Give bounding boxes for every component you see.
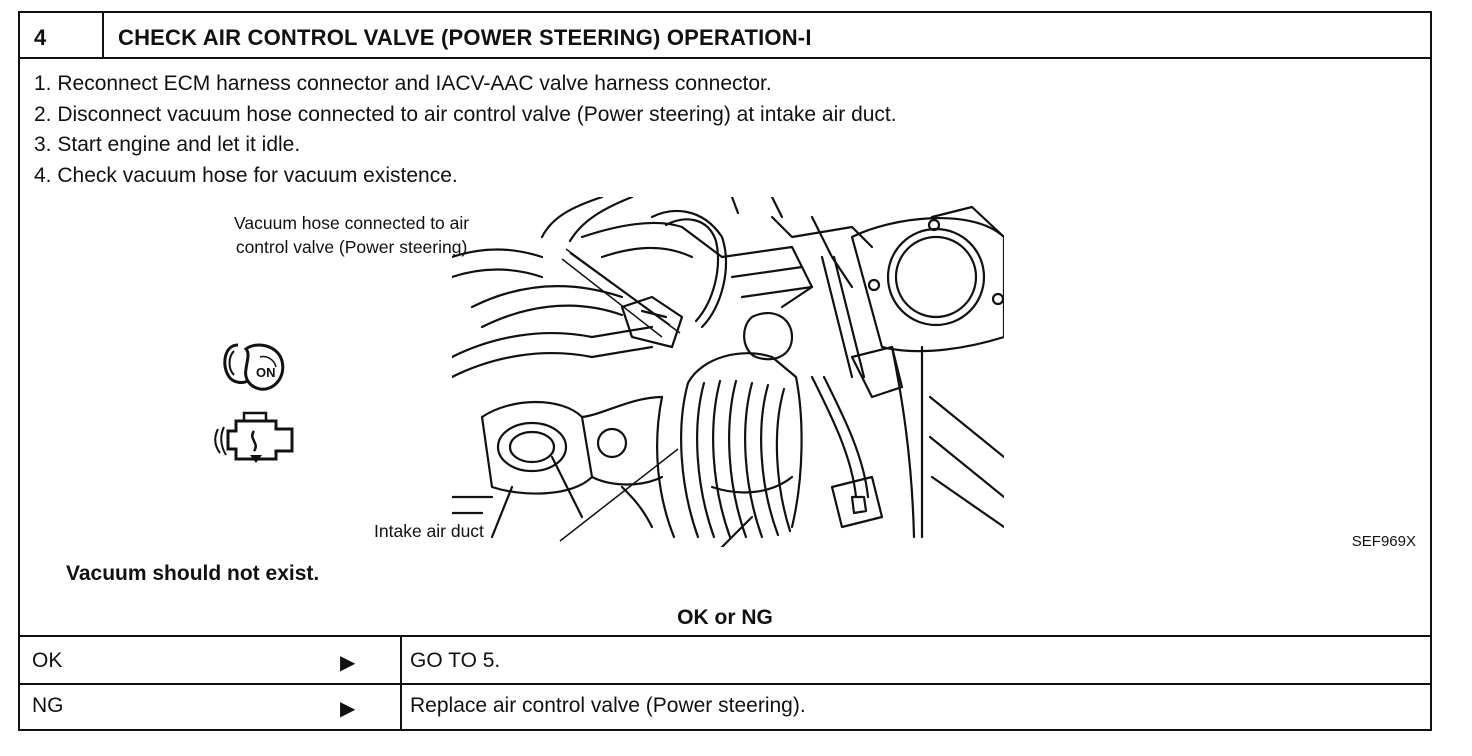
header-rule [20,57,1430,59]
figure-code: SEF969X [1351,533,1416,550]
step-number: 4 [34,25,47,50]
vacuum-hose-callout: Vacuum hose connected to air control val… [234,211,469,259]
arrow-right-icon: ▶ [340,698,356,720]
instruction-step: 3. Start engine and let it idle. [34,133,301,156]
instruction-list: 1. Reconnect ECM harness connector and I… [34,69,897,191]
arrow-right-icon: ▶ [340,652,356,674]
intake-air-duct-callout: Intake air duct [374,521,484,541]
engine-bay-illustration [452,197,1004,547]
decision-divider [400,635,402,731]
instruction-step: 2. Disconnect vacuum hose connected to a… [34,102,897,126]
instruction-step: 4. Check vacuum hose for vacuum existenc… [34,163,458,187]
ignition-key-on-icon: ON [223,343,285,391]
engine-running-icon [214,411,294,463]
decision-top-rule [20,635,1430,637]
decision-action-ng: Replace air control valve (Power steerin… [410,694,806,717]
callout-line: Vacuum hose connected to air [234,213,470,233]
decision-middle-rule [20,683,1430,685]
decision-key-ok: OK [32,649,63,672]
ok-or-ng-heading: OK or NG [677,606,773,629]
expected-result: Vacuum should not exist. [66,562,320,585]
procedure-table: 4 CHECK AIR CONTROL VALVE (POWER STEERIN… [18,11,1432,731]
step-title: CHECK AIR CONTROL VALVE (POWER STEERING)… [118,25,812,50]
callout-line: control valve (Power steering) [235,237,468,257]
header-divider [102,13,104,57]
ignition-on-label: ON [256,365,276,380]
decision-key-ng: NG [32,694,64,717]
instruction-step: 1. Reconnect ECM harness connector and I… [34,72,772,95]
decision-action-ok: GO TO 5. [410,649,501,672]
